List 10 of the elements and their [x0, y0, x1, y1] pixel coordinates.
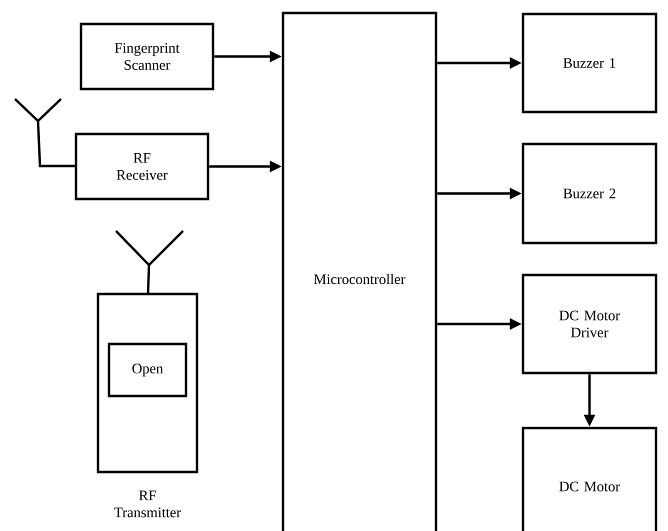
component-box: Open	[108, 342, 188, 398]
device-caption: RF Transmitter	[114, 490, 181, 518]
component-box: Fingerprint Scanner	[80, 22, 214, 90]
component-box: Buzzer 1	[522, 12, 658, 114]
component-box: DC Motor	[522, 426, 658, 531]
component-box: DC Motor Driver	[522, 274, 658, 374]
component-box: Buzzer 2	[522, 142, 658, 244]
device-box	[96, 292, 198, 474]
component-box: RF Receiver	[74, 132, 210, 200]
component-box: Microcontroller	[282, 12, 438, 531]
